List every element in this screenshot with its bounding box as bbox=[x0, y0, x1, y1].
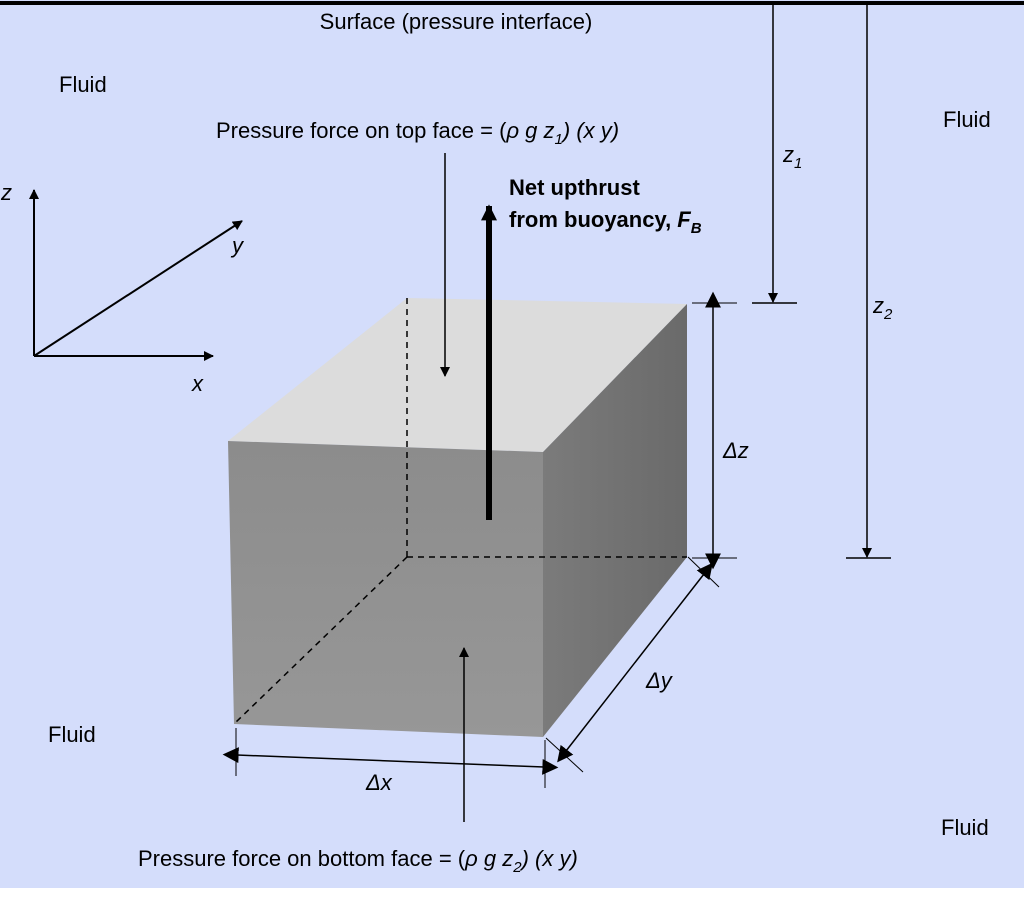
x-axis-label: x bbox=[191, 371, 204, 396]
top-pressure-label: Pressure force on top face = (ρ g z1) (x… bbox=[216, 118, 619, 148]
fluid-label-top-right: Fluid bbox=[943, 107, 991, 132]
y-axis-label: y bbox=[230, 233, 245, 258]
depth-z2-indicator: z2 bbox=[846, 3, 893, 559]
z2-label: z2 bbox=[872, 293, 893, 323]
fluid-label-bottom-left: Fluid bbox=[48, 722, 96, 747]
fluid-label-bottom-right: Fluid bbox=[941, 815, 989, 840]
dy-label: Δy bbox=[645, 668, 674, 693]
bottom-pressure-label: Pressure force on bottom face = (ρ g z2)… bbox=[138, 846, 578, 876]
dz-label: Δz bbox=[722, 438, 749, 463]
upthrust-label-line1: Net upthrust bbox=[509, 175, 640, 200]
surface-label: Surface (pressure interface) bbox=[320, 9, 593, 34]
cube-top-face bbox=[228, 298, 687, 452]
depth-z1-indicator: z1 bbox=[752, 3, 802, 304]
dimension-dy: Δy bbox=[545, 556, 720, 773]
dimension-dx: Δx bbox=[222, 728, 559, 795]
fluid-label-top-left: Fluid bbox=[59, 72, 107, 97]
upthrust-label-line2: from buoyancy, FB bbox=[509, 207, 702, 237]
coordinate-axes: z x y bbox=[0, 180, 245, 396]
z1-label: z1 bbox=[782, 142, 802, 172]
z-axis-label: z bbox=[0, 180, 12, 205]
dimension-dz: Δz bbox=[692, 291, 749, 570]
cube-front-face bbox=[228, 441, 543, 737]
dx-label: Δx bbox=[365, 770, 393, 795]
fluid-cube bbox=[228, 298, 687, 737]
y-axis bbox=[33, 220, 243, 357]
cube-hidden-edges bbox=[233, 298, 687, 725]
